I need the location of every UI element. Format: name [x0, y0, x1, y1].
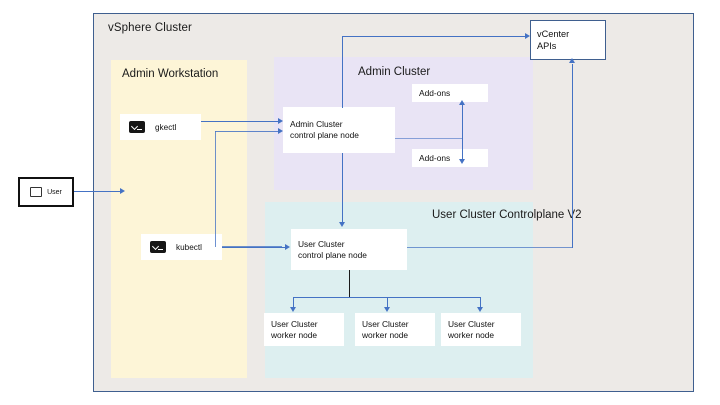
connector-gkectl-to-admin-cp [201, 121, 280, 123]
arrowhead-kubectl-to-user-cp [285, 244, 290, 250]
connector-user-cp-to-worker-bus [349, 270, 351, 297]
user-cp-line1: User Cluster [298, 238, 345, 249]
connector-worker-1-drop [293, 297, 295, 309]
admin-cluster-title: Admin Cluster [358, 66, 431, 78]
user-cluster-control-plane-node[interactable]: User Cluster control plane node [291, 229, 407, 270]
admin-workstation-title-line2: Workstation [157, 68, 219, 80]
kubectl-label: kubectl [176, 242, 202, 252]
monitor-icon [30, 187, 43, 197]
connector-admin-cp-riser [342, 36, 344, 108]
worker-line1: User Cluster [362, 318, 409, 329]
vsphere-cluster-title: vSphere Cluster [108, 22, 192, 34]
user-cluster-worker-node[interactable]: User Cluster worker node [264, 313, 344, 346]
arrowhead-worker-1 [290, 307, 296, 312]
terminal-icon [150, 241, 166, 253]
worker-line2: worker node [271, 329, 318, 340]
connector-worker-3-drop [480, 297, 482, 309]
connector-admin-cp-to-vcenter [342, 36, 528, 38]
arrowhead-admin-cp-to-user-cp [339, 222, 345, 227]
connector-kubectl-to-admin-cp [215, 131, 280, 133]
terminal-icon [129, 121, 145, 133]
user-cluster-worker-node[interactable]: User Cluster worker node [355, 313, 435, 346]
worker-line2: worker node [362, 329, 409, 340]
user-actor-label: User [47, 188, 62, 196]
arrowhead-gkectl-to-admin-cp [278, 118, 283, 124]
connector-user-cp-to-vcenter [407, 247, 573, 249]
addons-box-top[interactable]: Add-ons [412, 84, 488, 102]
connector-admin-cp-to-addons [395, 138, 463, 140]
vcenter-line2: APIs [537, 41, 557, 51]
user-cluster-worker-node[interactable]: User Cluster worker node [441, 313, 521, 346]
arrowhead-user-cp-to-vcenter [569, 58, 575, 63]
user-actor-box[interactable]: User [18, 177, 74, 207]
vcenter-line1: vCenter [537, 29, 570, 39]
user-cluster-title-line2: Controlplane V2 [499, 209, 582, 221]
connector-admin-cp-to-user-cp [342, 153, 344, 225]
gkectl-box[interactable]: gkectl [120, 114, 201, 140]
addons-box-bottom[interactable]: Add-ons [412, 149, 488, 167]
admin-cluster-control-plane-node[interactable]: Admin Cluster control plane node [283, 107, 395, 153]
worker-line1: User Cluster [271, 318, 318, 329]
user-cluster-title: User Cluster Controlplane V2 [432, 208, 582, 223]
arrowhead-to-addons-bottom [459, 159, 465, 164]
arrowhead-user-to-workstation [120, 188, 125, 194]
worker-line2: worker node [448, 329, 495, 340]
connector-worker-2-drop [387, 297, 389, 309]
arrowhead-worker-3 [477, 307, 483, 312]
admin-workstation-panel [111, 60, 247, 378]
arrowhead-worker-2 [384, 307, 390, 312]
arrowhead-kubectl-to-admin-cp [278, 128, 283, 134]
admin-cp-line2: control plane node [290, 130, 359, 140]
connector-kubectl-stub [222, 246, 282, 248]
user-cluster-title-line1: User Cluster [432, 209, 496, 221]
admin-workstation-title-line1: Admin [122, 68, 155, 80]
gkectl-label: gkectl [155, 122, 177, 132]
admin-cp-line1: Admin Cluster [290, 119, 343, 129]
connector-kubectl-riser [215, 131, 217, 247]
worker-line1: User Cluster [448, 318, 495, 329]
vcenter-apis-box[interactable]: vCenter APIs [530, 20, 606, 60]
connector-kubectl-to-user-cp [222, 247, 288, 249]
admin-workstation-title: Admin Workstation [122, 67, 218, 82]
arrowhead-to-addons-top [459, 100, 465, 105]
user-cp-line2: control plane node [298, 249, 367, 260]
connector-user-to-workstation [74, 191, 122, 193]
connector-addons-trunk [462, 104, 464, 162]
kubectl-box[interactable]: kubectl [141, 234, 222, 260]
connector-user-cp-riser [572, 64, 574, 248]
arrowhead-admin-cp-to-vcenter [525, 33, 530, 39]
